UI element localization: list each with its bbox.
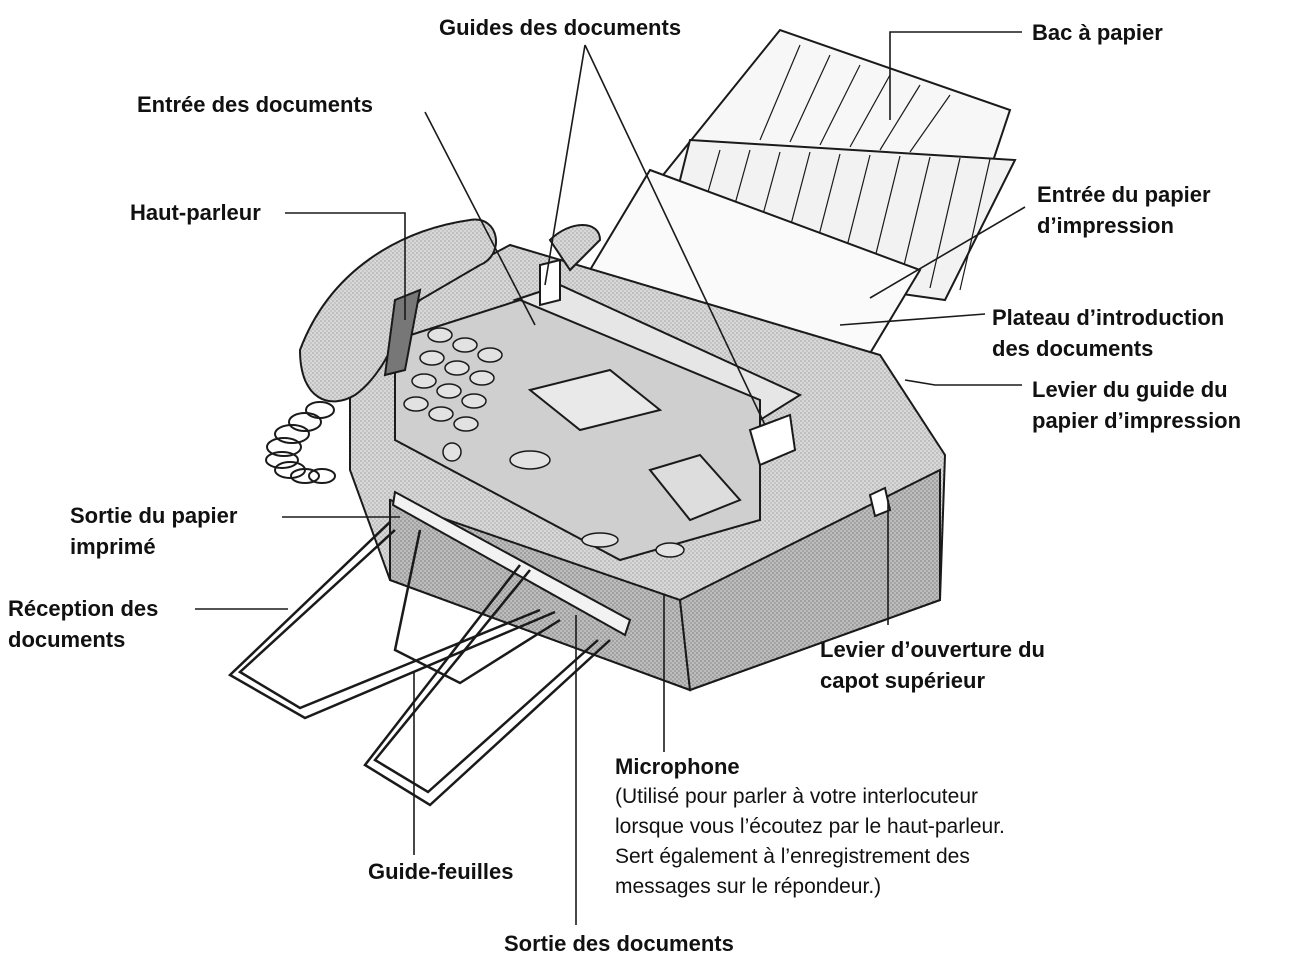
label-line: documents xyxy=(8,627,126,652)
label-levier-ouverture-capot: Levier d’ouverture du capot supérieur xyxy=(820,634,1045,696)
label-line: Réception des xyxy=(8,596,159,621)
label-reception-documents: Réception des documents xyxy=(8,593,158,655)
microphone-note: Microphone (Utilisé pour parler à votre … xyxy=(615,752,1005,902)
label-line: papier d’impression xyxy=(1032,408,1242,433)
label-entree-papier-impression: Entrée du papier d’impression xyxy=(1037,179,1211,241)
microphone-title: Microphone xyxy=(615,754,740,779)
label-entree-documents: Entrée des documents xyxy=(137,89,373,120)
label-text: Guide-feuilles xyxy=(368,859,514,884)
label-sortie-documents: Sortie des documents xyxy=(504,928,734,959)
label-text: Haut-parleur xyxy=(130,200,261,225)
label-levier-guide-papier: Levier du guide du papier d’impression xyxy=(1032,374,1241,436)
label-guide-feuilles: Guide-feuilles xyxy=(368,856,513,887)
handset xyxy=(298,218,602,403)
coiled-cord xyxy=(265,401,336,484)
label-text: Guides des documents xyxy=(439,15,682,40)
label-line: Plateau d’introduction xyxy=(992,305,1225,330)
label-line: Sortie du papier xyxy=(70,503,238,528)
microphone-desc-line: (Utilisé pour parler à votre interlocute… xyxy=(615,785,978,808)
label-line: d’impression xyxy=(1037,213,1174,238)
fax-body xyxy=(349,243,947,692)
label-line: Levier d’ouverture du xyxy=(820,637,1045,662)
label-guides-documents: Guides des documents xyxy=(439,12,681,43)
label-line: Levier du guide du xyxy=(1032,377,1228,402)
microphone-desc-line: messages sur le répondeur.) xyxy=(615,875,882,898)
microphone-desc-line: lorsque vous l’écoutez par le haut-parle… xyxy=(615,815,1005,838)
label-text: Entrée des documents xyxy=(137,92,373,117)
label-bac-papier: Bac à papier xyxy=(1032,17,1163,48)
label-text: Bac à papier xyxy=(1032,20,1163,45)
label-line: imprimé xyxy=(70,534,156,559)
label-sortie-papier-imprime: Sortie du papier imprimé xyxy=(70,500,237,562)
label-line: des documents xyxy=(992,336,1154,361)
label-haut-parleur: Haut-parleur xyxy=(130,197,261,228)
label-line: Entrée du papier xyxy=(1037,182,1211,207)
label-line: capot supérieur xyxy=(820,668,986,693)
keypad xyxy=(403,327,685,558)
label-text: Sortie des documents xyxy=(504,931,734,956)
microphone-desc-line: Sert également à l’enregistrement des xyxy=(615,845,970,868)
leader-lines xyxy=(195,31,1026,925)
wire-guides xyxy=(227,521,611,807)
label-plateau-introduction: Plateau d’introduction des documents xyxy=(992,302,1224,364)
